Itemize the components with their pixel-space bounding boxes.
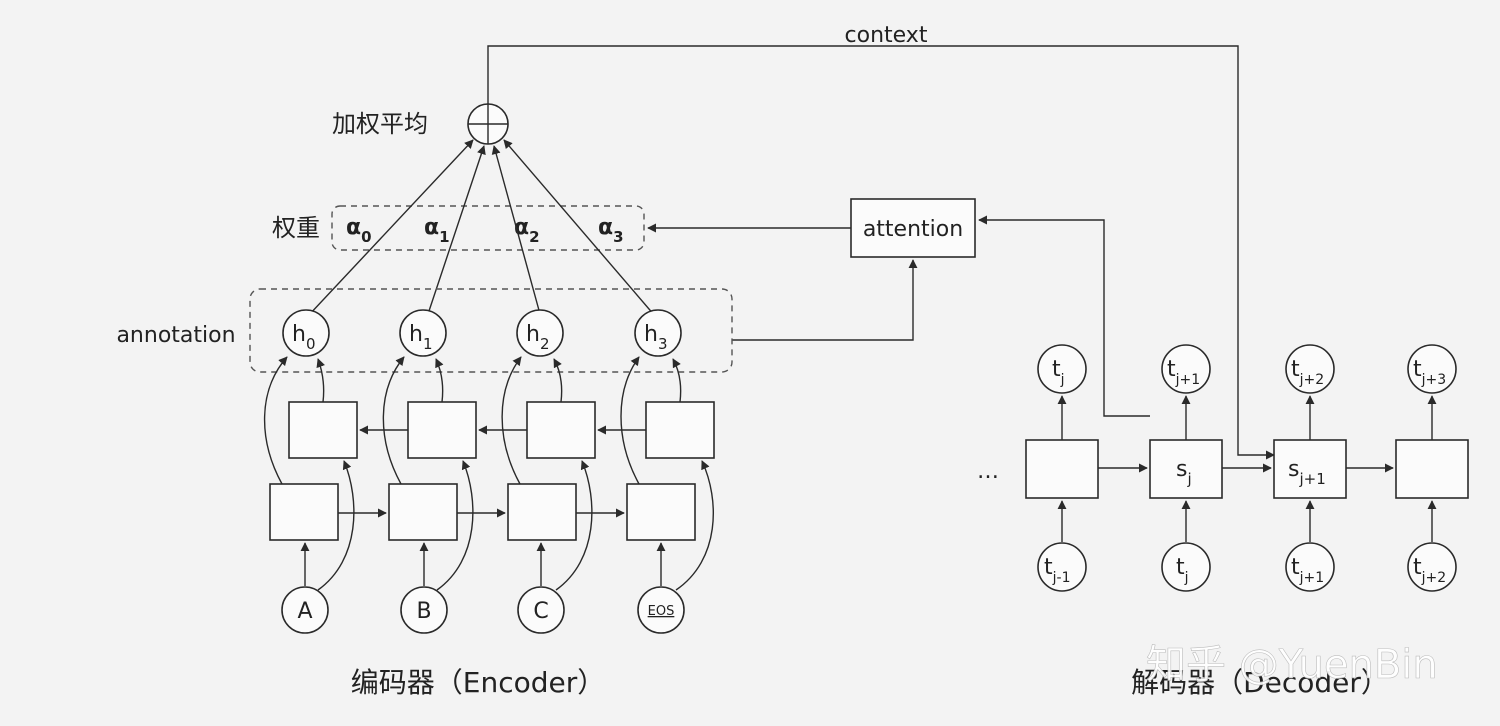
decoder-title: 解码器（Decoder） bbox=[1131, 666, 1389, 699]
decoder-output-node-tj3 bbox=[1407, 344, 1457, 394]
curve-forward-2-to-h2 bbox=[501, 356, 522, 485]
weight-alpha-1: α1 bbox=[424, 215, 450, 246]
encoder-forward-cell-1 bbox=[388, 483, 458, 541]
encoder-input-C-label: C bbox=[533, 599, 548, 624]
decoder-ellipsis: … bbox=[977, 459, 999, 484]
annotation-h3-label: h3 bbox=[644, 322, 668, 353]
decoder-output-tj-label: tj bbox=[1052, 357, 1065, 388]
arrow-decoder-state-to-attention bbox=[978, 215, 1150, 417]
arrow-h0-to-sum bbox=[307, 139, 474, 317]
decoder-cell-3 bbox=[1395, 439, 1469, 499]
encoder-forward-cell-0 bbox=[269, 483, 339, 541]
encoder-backward-cell-2 bbox=[526, 401, 596, 459]
weight-alpha-0: α0 bbox=[346, 215, 372, 246]
context-label: context bbox=[845, 23, 928, 48]
annotation-node-h1 bbox=[399, 309, 447, 357]
encoder-forward-cell-2 bbox=[507, 483, 577, 541]
encoder-backward-cell-3 bbox=[645, 401, 715, 459]
context-line bbox=[487, 45, 1275, 460]
encoder-forward-cell-3 bbox=[626, 483, 696, 541]
encoder-backward-cell-1 bbox=[407, 401, 477, 459]
curve-backward-2-to-h2 bbox=[553, 358, 563, 403]
decoder-output-tj1-label: tj+1 bbox=[1167, 357, 1200, 388]
curve-input-B-to-backward-1 bbox=[436, 460, 474, 591]
decoder-input-node-tj1 bbox=[1285, 542, 1335, 592]
weighted-sum-node bbox=[467, 103, 509, 145]
encoder-input-node-B bbox=[400, 586, 448, 634]
decoder-output-tj2-label: tj+2 bbox=[1291, 357, 1324, 388]
weights-label: 权重 bbox=[272, 214, 320, 242]
encoder-input-EOS-label: EOS bbox=[648, 604, 675, 619]
decoder-input-tj1-label: tj+1 bbox=[1291, 555, 1324, 586]
annotation-node-h0 bbox=[282, 309, 330, 357]
encoder-input-A-label: A bbox=[297, 599, 312, 624]
weights-group-box bbox=[331, 205, 645, 251]
arrow-h3-to-sum bbox=[503, 139, 656, 317]
weighted-average-label: 加权平均 bbox=[332, 110, 428, 138]
weight-alpha-3: α3 bbox=[598, 215, 624, 246]
encoder-title: 编码器（Encoder） bbox=[351, 666, 605, 699]
curve-input-A-to-backward-0 bbox=[317, 460, 355, 591]
annotation-node-h3 bbox=[634, 309, 682, 357]
annotation-h1-label: h1 bbox=[409, 322, 433, 353]
decoder-cell-0 bbox=[1025, 439, 1099, 499]
decoder-input-tj-label: tj bbox=[1176, 555, 1189, 586]
annotation-h0-label: h0 bbox=[292, 322, 316, 353]
encoder-input-node-EOS bbox=[637, 586, 685, 634]
watermark: 知乎 @YuenBin bbox=[1146, 642, 1438, 688]
curve-backward-1-to-h1 bbox=[435, 358, 444, 403]
annotation-h2-label: h2 bbox=[526, 322, 550, 353]
encoder-input-node-A bbox=[281, 586, 329, 634]
decoder-input-node-tj-1 bbox=[1037, 542, 1087, 592]
decoder-output-node-tj bbox=[1037, 344, 1087, 394]
decoder-input-tj-1-label: tj-1 bbox=[1044, 555, 1071, 586]
attention-label: attention bbox=[863, 217, 963, 242]
decoder-cell-sj1 bbox=[1273, 439, 1347, 499]
decoder-output-node-tj2 bbox=[1285, 344, 1335, 394]
decoder-input-tj2-label: tj+2 bbox=[1413, 555, 1446, 586]
decoder-output-tj3-label: tj+3 bbox=[1413, 357, 1446, 388]
curve-forward-1-to-h1 bbox=[382, 356, 405, 485]
annotation-group-box bbox=[249, 288, 733, 373]
curve-input-C-to-backward-2 bbox=[555, 460, 593, 591]
arrow-h1-to-sum bbox=[427, 145, 486, 315]
curve-backward-3-to-h3 bbox=[672, 358, 682, 403]
curve-forward-0-to-h0 bbox=[263, 356, 288, 485]
encoder-input-B-label: B bbox=[416, 599, 431, 624]
decoder-input-node-tj bbox=[1161, 542, 1211, 592]
curve-backward-0-to-h0 bbox=[316, 358, 325, 403]
arrow-h2-to-sum bbox=[491, 145, 541, 315]
encoder-backward-cell-0 bbox=[288, 401, 358, 459]
encoder-input-node-C bbox=[517, 586, 565, 634]
decoder-state-sj-label: sj bbox=[1176, 457, 1192, 488]
decoder-state-sj1-label: sj+1 bbox=[1288, 457, 1326, 488]
decoder-output-node-tj1 bbox=[1161, 344, 1211, 394]
curve-input-EOS-to-backward-3 bbox=[675, 460, 715, 591]
annotation-label: annotation bbox=[116, 323, 235, 348]
decoder-input-node-tj2 bbox=[1407, 542, 1457, 592]
annotation-node-h2 bbox=[516, 309, 564, 357]
curve-forward-3-to-h3 bbox=[620, 356, 640, 485]
arrow-annotations-to-attention bbox=[732, 259, 918, 341]
